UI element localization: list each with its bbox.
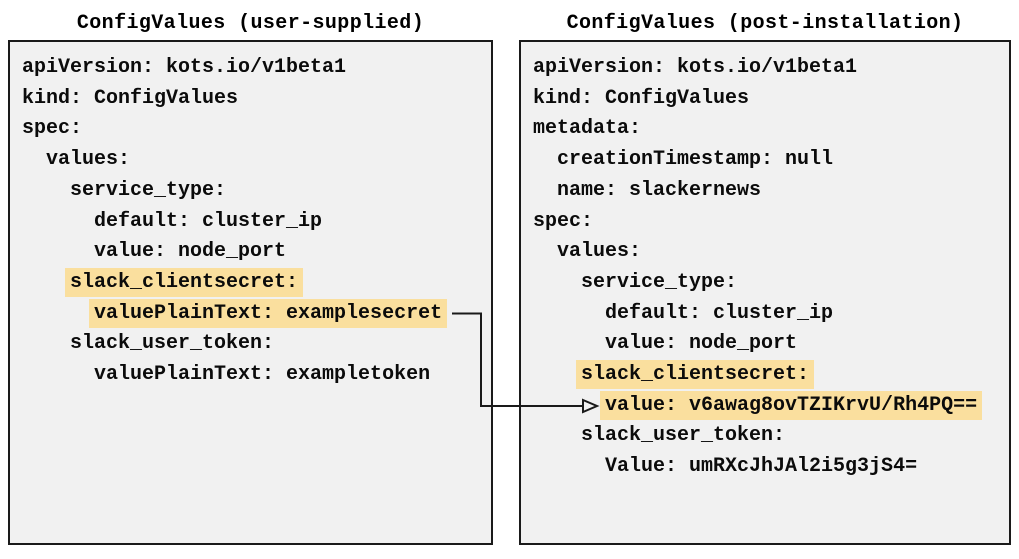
- line-indent: [533, 179, 557, 202]
- line-text: value: node_port: [605, 332, 798, 356]
- line-indent: [533, 394, 605, 417]
- line-indent: [533, 302, 605, 325]
- line-text: kind: ConfigValues: [22, 86, 239, 110]
- line-text: service_type:: [581, 270, 738, 294]
- line-text: apiVersion: kots.io/v1beta1: [533, 56, 858, 79]
- line-indent: [22, 271, 70, 294]
- line-indent: [533, 424, 581, 447]
- line-indent: [22, 240, 94, 263]
- code-line: metadata:: [533, 114, 1003, 145]
- line-indent: [22, 302, 94, 325]
- line-indent: [22, 179, 70, 202]
- code-line: slack_clientsecret:: [533, 360, 1003, 391]
- line-text: slack_clientsecret:: [576, 360, 815, 390]
- code-line: creationTimestamp: null: [533, 145, 1003, 176]
- line-text: valuePlainText: exampletoken: [94, 363, 431, 387]
- line-text: default: cluster_ip: [605, 301, 834, 325]
- code-line: spec:: [533, 207, 1003, 238]
- code-line: service_type:: [22, 176, 485, 207]
- code-line: value: v6awag8ovTZIKrvU/Rh4PQ==: [533, 390, 1003, 422]
- line-indent: [533, 271, 581, 294]
- code-line: valuePlainText: examplesecret: [22, 298, 485, 330]
- code-line: service_type:: [533, 268, 1003, 299]
- line-text: creationTimestamp: null: [557, 148, 834, 172]
- line-text: value: v6awag8ovTZIKrvU/Rh4PQ==: [600, 390, 983, 420]
- line-text: slack_clientsecret:: [65, 267, 304, 297]
- line-indent: [533, 148, 557, 171]
- right-panel-title: ConfigValues (post-installation): [566, 12, 964, 35]
- code-line: default: cluster_ip: [533, 299, 1003, 330]
- code-line: slack_user_token:: [22, 329, 485, 360]
- line-text: values:: [557, 240, 642, 264]
- line-text: spec:: [22, 117, 83, 141]
- code-line: name: slackernews: [533, 176, 1003, 207]
- right-panel-post-installation: apiVersion: kots.io/v1beta1 kind: Config…: [519, 40, 1011, 545]
- line-indent: [22, 210, 94, 233]
- code-line: apiVersion: kots.io/v1beta1: [533, 53, 1003, 84]
- line-text: value: node_port: [94, 240, 287, 264]
- line-text: apiVersion: kots.io/v1beta1: [22, 56, 347, 79]
- code-line: slack_user_token:: [533, 421, 1003, 452]
- code-line: values:: [533, 237, 1003, 268]
- left-panel-user-supplied: apiVersion: kots.io/v1beta1 kind: Config…: [8, 40, 493, 545]
- line-text: kind: ConfigValues: [533, 86, 750, 110]
- code-line: slack_clientsecret:: [22, 267, 485, 299]
- line-indent: [22, 363, 94, 386]
- line-text: valuePlainText: examplesecret: [89, 298, 448, 328]
- line-text: service_type:: [70, 178, 227, 202]
- line-indent: [22, 332, 70, 355]
- code-line: valuePlainText: exampletoken: [22, 360, 485, 391]
- code-line: value: node_port: [22, 237, 485, 268]
- line-indent: [533, 240, 557, 263]
- code-line: values:: [22, 145, 485, 176]
- code-line: default: cluster_ip: [22, 207, 485, 238]
- code-line: value: node_port: [533, 329, 1003, 360]
- line-text: slack_user_token:: [70, 332, 275, 356]
- code-line: spec:: [22, 114, 485, 145]
- line-text: name: slackernews: [557, 178, 762, 202]
- line-text: values:: [46, 148, 131, 172]
- line-text: default: cluster_ip: [94, 209, 323, 233]
- line-indent: [533, 455, 605, 478]
- code-line: Value: umRXcJhJAl2i5g3jS4=: [533, 452, 1003, 483]
- line-indent: [533, 332, 605, 355]
- line-indent: [22, 148, 46, 171]
- line-text: metadata:: [533, 117, 642, 141]
- line-text: slack_user_token:: [581, 424, 786, 448]
- line-text: Value: umRXcJhJAl2i5g3jS4=: [605, 455, 918, 479]
- line-indent: [533, 363, 581, 386]
- code-line: kind: ConfigValues: [533, 84, 1003, 115]
- line-text: spec:: [533, 209, 594, 233]
- code-line: apiVersion: kots.io/v1beta1: [22, 53, 485, 84]
- code-line: kind: ConfigValues: [22, 84, 485, 115]
- left-panel-title: ConfigValues (user-supplied): [76, 12, 425, 35]
